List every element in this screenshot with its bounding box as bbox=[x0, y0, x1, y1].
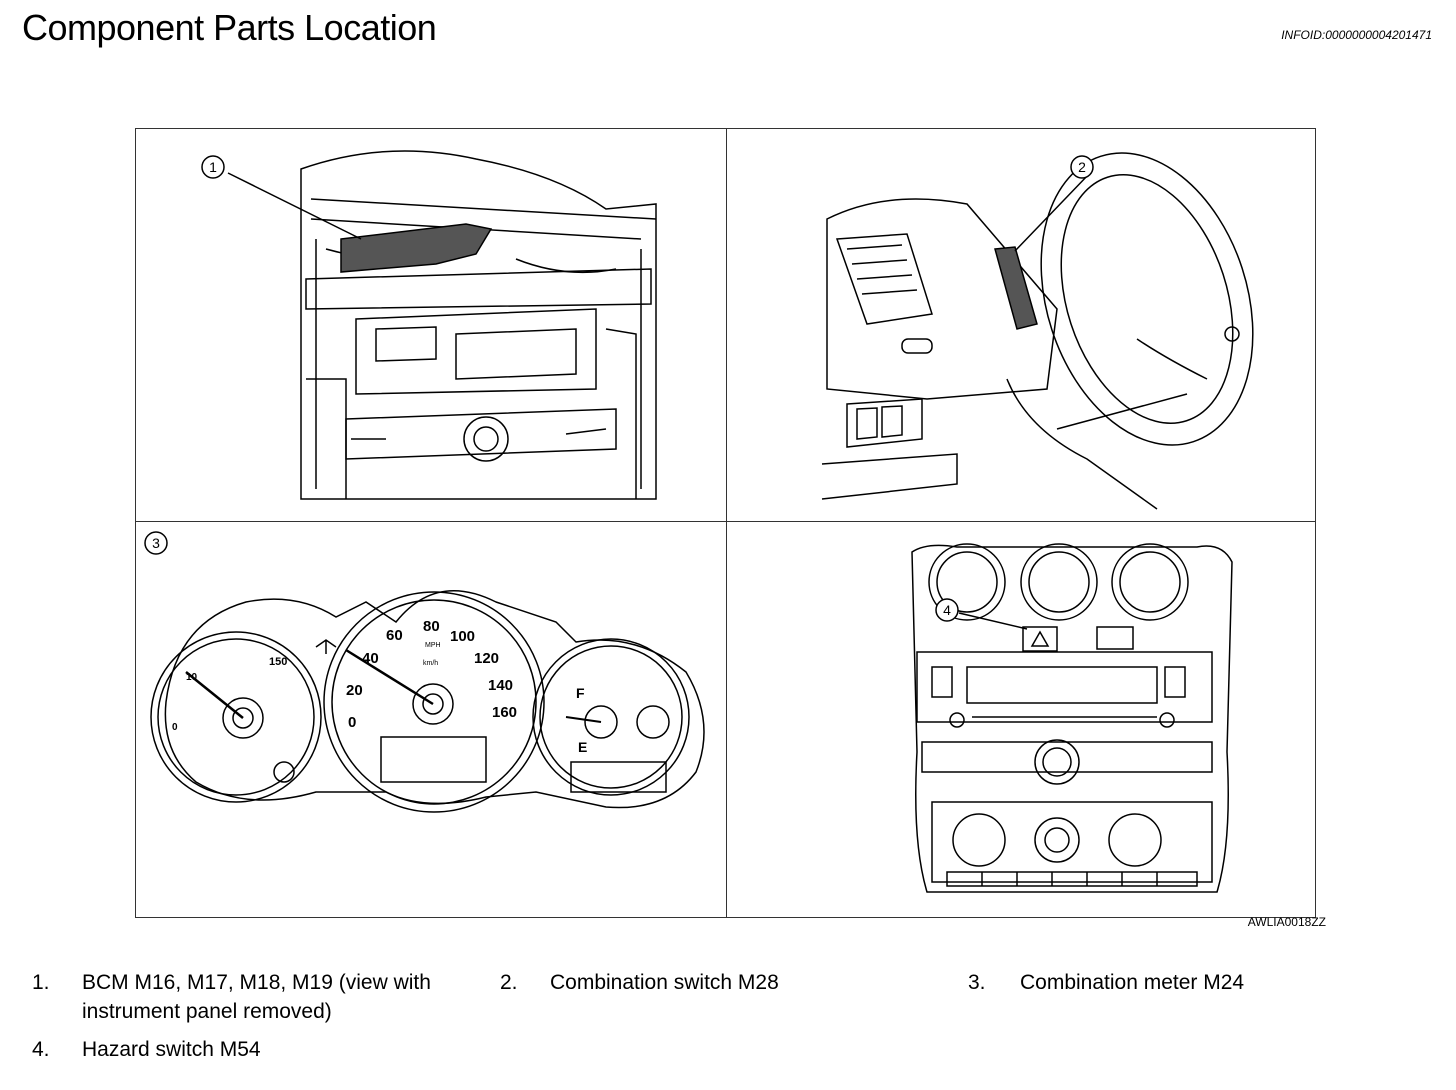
legend-num: 3. bbox=[968, 971, 986, 994]
panel-combination-switch: 2 bbox=[727, 129, 1316, 521]
speedo-tick-140: 140 bbox=[488, 677, 514, 694]
callout-4-label: 4 bbox=[943, 602, 951, 618]
info-id: INFOID:0000000004201471 bbox=[1281, 28, 1432, 42]
legend-text: Combination meter M24 bbox=[1020, 971, 1245, 994]
callout-2-marker bbox=[1070, 155, 1094, 179]
combination-switch-stalk bbox=[994, 246, 1038, 330]
speedo-tick-60: 60 bbox=[386, 627, 403, 644]
legend-text: BCM M16, M17, M18, M19 (view with instru… bbox=[82, 971, 431, 1023]
speedo-tick-40: 40 bbox=[362, 650, 379, 667]
speedo-tick-160: 160 bbox=[492, 704, 518, 721]
speedo-unit-mph: MPH bbox=[425, 642, 441, 649]
center-console-illustration bbox=[911, 543, 1233, 893]
callout-3-marker bbox=[144, 531, 168, 555]
hazard-switch bbox=[1022, 626, 1058, 652]
bcm-illustration bbox=[201, 150, 657, 500]
panel-divider-horizontal bbox=[136, 521, 1315, 522]
fuel-empty-label: E bbox=[578, 739, 588, 755]
tacho-tick-150: 150 bbox=[269, 656, 288, 668]
speedo-unit-kmh: km/h bbox=[423, 660, 439, 667]
figure-code: AWLIA0018ZZ bbox=[1247, 915, 1326, 929]
tacho-tick-0: 0 bbox=[172, 722, 178, 733]
callout-3-label: 3 bbox=[152, 535, 160, 551]
callout-1-marker bbox=[201, 155, 225, 179]
legend-text: Combination switch M28 bbox=[550, 971, 779, 994]
legend-num: 2. bbox=[500, 971, 518, 994]
fuel-full-label: F bbox=[576, 685, 585, 701]
page-title: Component Parts Location bbox=[22, 7, 437, 48]
steering-illustration bbox=[821, 152, 1254, 510]
panel-combination-meter: 3 0 20 40 60 80 100 120 140 160 MPH km/h… bbox=[136, 522, 726, 918]
legend-num: 1. bbox=[32, 971, 50, 994]
callout-2-label: 2 bbox=[1078, 159, 1086, 175]
speedo-tick-20: 20 bbox=[346, 682, 363, 699]
hazard-triangle-icon bbox=[1030, 630, 1050, 647]
component-figure: 1 2 bbox=[135, 128, 1316, 918]
speedo-tick-100: 100 bbox=[450, 628, 476, 645]
speedo-tick-120: 120 bbox=[474, 650, 500, 667]
legend-num: 4. bbox=[32, 1038, 50, 1061]
bcm-unit bbox=[340, 223, 493, 273]
speedo-tick-0: 0 bbox=[348, 714, 357, 731]
legend-text: Hazard switch M54 bbox=[82, 1038, 261, 1061]
callout-4-marker bbox=[935, 598, 959, 622]
tacho-tick-10: 10 bbox=[186, 672, 198, 683]
panel-hazard-switch: 4 bbox=[727, 522, 1316, 918]
speedo-tick-80: 80 bbox=[423, 618, 440, 635]
callout-1-label: 1 bbox=[209, 159, 217, 175]
panel-divider-vertical bbox=[726, 129, 727, 917]
panel-bcm: 1 bbox=[136, 129, 726, 521]
meter-illustration bbox=[144, 531, 705, 813]
